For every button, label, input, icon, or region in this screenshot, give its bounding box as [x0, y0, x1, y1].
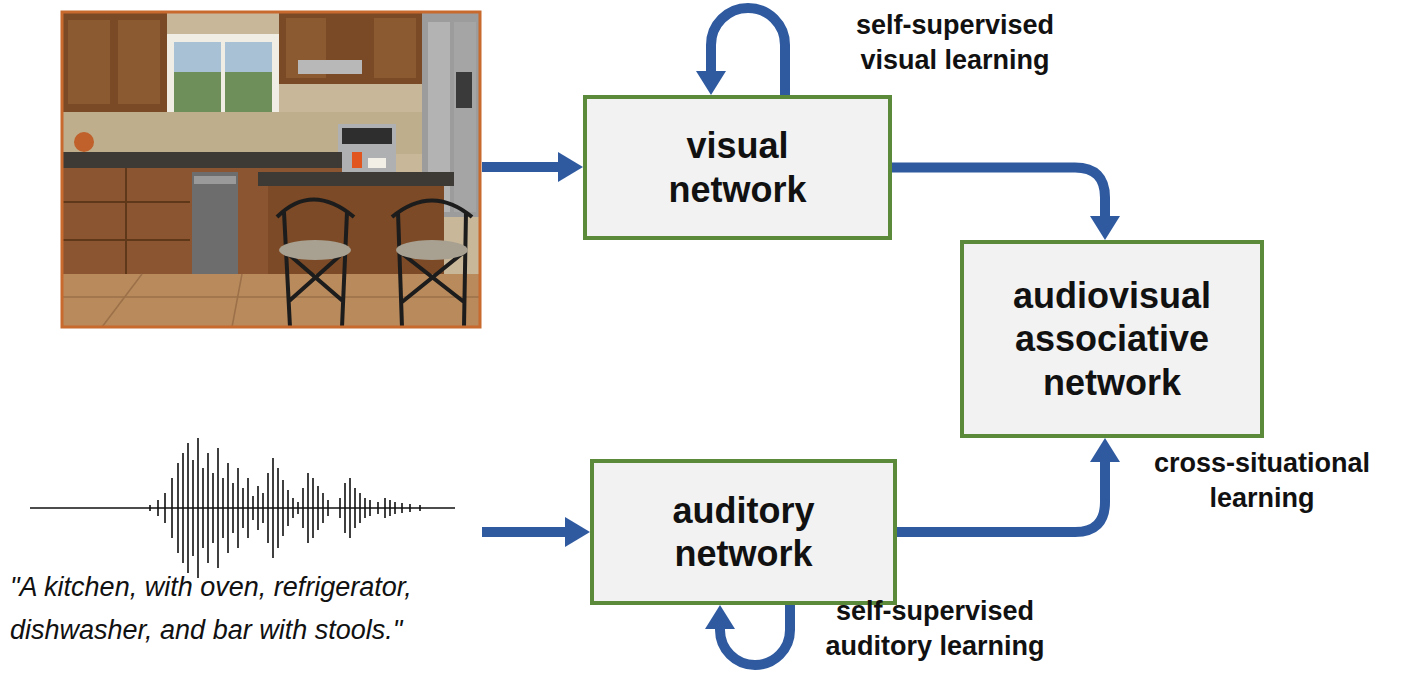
- node-title: auditory network: [634, 489, 854, 575]
- arrow-head: [1090, 438, 1120, 462]
- arrow-head: [696, 71, 726, 95]
- waveform: [30, 438, 455, 578]
- network-box: visual network: [583, 95, 892, 240]
- node-title: visual network: [628, 124, 848, 210]
- flow-arrow: [897, 438, 1120, 532]
- flow-arrow: [696, 8, 785, 95]
- network-box: audiovisual associative network: [960, 240, 1264, 438]
- arrow-head: [705, 605, 735, 629]
- arrow-line: [892, 168, 1105, 219]
- edge-label: self-supervised visual learning: [830, 8, 1080, 78]
- arrow-head: [1090, 216, 1120, 240]
- input-arrow: [482, 152, 583, 182]
- arrow-line: [897, 460, 1105, 532]
- arrow-line: [720, 605, 790, 665]
- photo-frame: [62, 12, 480, 327]
- arrow-line: [711, 8, 785, 95]
- network-box: auditory network: [590, 459, 897, 605]
- edge-label: cross-situational learning: [1116, 446, 1408, 516]
- caption-text: "A kitchen, with oven, refrigerator, dis…: [10, 566, 540, 652]
- input-arrow: [482, 517, 590, 547]
- node-title: audiovisual associative network: [987, 274, 1237, 404]
- flow-arrow: [892, 168, 1120, 241]
- kitchen-photo: [62, 12, 480, 327]
- flow-arrow: [705, 605, 790, 665]
- edge-label: self-supervised auditory learning: [800, 594, 1070, 664]
